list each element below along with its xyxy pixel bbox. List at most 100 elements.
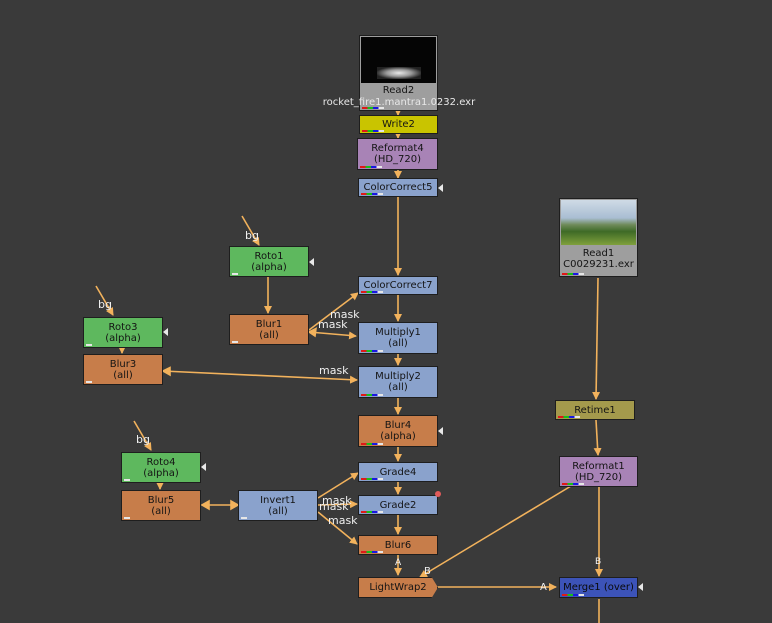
roto1-label: Roto1 bbox=[254, 250, 284, 262]
blur5-node[interactable]: Blur5 (all) bbox=[121, 490, 201, 521]
blur5-channels: (all) bbox=[151, 505, 171, 517]
blur5-label: Blur5 bbox=[147, 494, 175, 506]
lightwrap2-node[interactable]: LightWrap2 bbox=[358, 577, 438, 598]
blur1-channels: (all) bbox=[259, 329, 279, 341]
reformat1-node[interactable]: Reformat1 (HD_720) bbox=[559, 456, 638, 487]
channel-indicator bbox=[361, 291, 383, 293]
blur3-node[interactable]: Blur3 (all) bbox=[83, 354, 163, 385]
retime1-node[interactable]: Retime1 bbox=[555, 400, 635, 420]
channel-indicator bbox=[232, 273, 238, 275]
channel-indicator bbox=[360, 166, 382, 168]
write2-node[interactable]: Write2 bbox=[359, 115, 438, 134]
lightwrap2-label: LightWrap2 bbox=[369, 582, 427, 593]
channel-indicator bbox=[362, 107, 384, 109]
roto3-node[interactable]: Roto3 (alpha) bbox=[83, 317, 163, 348]
multiply2-node[interactable]: Multiply2 (all) bbox=[358, 366, 438, 398]
grade2-label: Grade2 bbox=[379, 499, 417, 511]
mask-input-label: mask bbox=[322, 494, 352, 507]
channel-indicator bbox=[562, 594, 584, 596]
channel-indicator bbox=[558, 416, 580, 418]
pipe-bg-roto1[interactable] bbox=[241, 215, 260, 246]
read2-node[interactable]: Read2 bbox=[359, 35, 438, 111]
pipe-reformat1-lightwrap[interactable] bbox=[419, 482, 577, 578]
multiply2-label: Multiply2 bbox=[375, 371, 421, 382]
channel-indicator bbox=[361, 511, 383, 513]
merge1-node[interactable]: Merge1 (over) bbox=[559, 577, 638, 598]
bg-input-label: bg bbox=[98, 298, 112, 311]
mask-input-arrow-icon[interactable] bbox=[163, 328, 168, 336]
pipe-blur3-multiply2[interactable] bbox=[162, 370, 358, 384]
disabled-indicator-icon bbox=[435, 491, 441, 497]
grade2-node[interactable]: Grade2 bbox=[358, 495, 438, 515]
channel-indicator bbox=[241, 517, 247, 519]
channel-indicator bbox=[86, 381, 92, 383]
blur6-node[interactable]: Blur6 bbox=[358, 535, 438, 555]
roto4-label: Roto4 bbox=[146, 456, 176, 468]
colorcorrect5-node[interactable]: ColorCorrect5 bbox=[358, 178, 438, 197]
blur4-channels: (alpha) bbox=[380, 431, 416, 442]
roto1-node[interactable]: Roto1 (alpha) bbox=[229, 246, 309, 277]
grade4-label: Grade4 bbox=[379, 466, 417, 478]
blur4-label: Blur4 bbox=[384, 420, 412, 431]
colorcorrect7-label: ColorCorrect7 bbox=[363, 280, 433, 291]
mask-input-arrow-icon[interactable] bbox=[638, 583, 643, 591]
roto4-output: (alpha) bbox=[143, 467, 179, 479]
reformat4-node[interactable]: Reformat4 (HD_720) bbox=[357, 138, 438, 170]
pipe-invert1-grade4[interactable] bbox=[317, 472, 359, 499]
channel-indicator bbox=[361, 443, 383, 445]
read2-filename: rocket_fire1.mantra1.0232.exr bbox=[322, 97, 476, 108]
pipe-blur1-cc7[interactable] bbox=[308, 292, 359, 331]
bg-input-label: bg bbox=[136, 433, 150, 446]
read1-filename: C0029231.exr bbox=[563, 259, 634, 270]
pipe-read1-retime1[interactable] bbox=[592, 277, 601, 400]
pipe-blur1-multiply1[interactable] bbox=[308, 331, 357, 340]
multiply1-label: Multiply1 bbox=[375, 327, 421, 338]
blur1-node[interactable]: Blur1 (all) bbox=[229, 314, 309, 345]
pipe-bg-roto4[interactable] bbox=[133, 420, 152, 451]
pipe-bg-roto3[interactable] bbox=[95, 285, 114, 316]
channel-indicator bbox=[361, 394, 383, 396]
mask-input-label: mask bbox=[319, 364, 349, 377]
bg-input-label: bg bbox=[245, 229, 259, 242]
blur1-label: Blur1 bbox=[255, 318, 283, 330]
colorcorrect7-node[interactable]: ColorCorrect7 bbox=[358, 276, 438, 295]
channel-indicator bbox=[124, 517, 130, 519]
mask-input-label: mask bbox=[319, 500, 349, 513]
invert1-label: Invert1 bbox=[260, 494, 296, 506]
reformat4-label: Reformat4 bbox=[371, 143, 424, 154]
pipe-invert1-blur6[interactable] bbox=[317, 511, 358, 545]
mask-input-arrow-icon[interactable] bbox=[438, 427, 443, 435]
reformat1-label: Reformat1 bbox=[572, 460, 625, 472]
read2-thumbnail bbox=[361, 37, 436, 83]
pipe-invert1-grade2[interactable] bbox=[317, 500, 358, 509]
b-input-label: B bbox=[424, 566, 431, 577]
read2-label: Read2 bbox=[382, 85, 415, 96]
mask-input-arrow-icon[interactable] bbox=[201, 463, 206, 471]
channel-indicator bbox=[361, 350, 383, 352]
channel-indicator bbox=[124, 479, 130, 481]
mask-input-label: mask bbox=[328, 514, 358, 527]
channel-indicator bbox=[361, 551, 383, 553]
roto3-output: (alpha) bbox=[105, 332, 141, 344]
read1-node[interactable]: Read1 C0029231.exr bbox=[559, 198, 638, 277]
grade4-node[interactable]: Grade4 bbox=[358, 462, 438, 482]
channel-indicator bbox=[86, 344, 92, 346]
channel-indicator bbox=[362, 130, 384, 132]
multiply1-node[interactable]: Multiply1 (all) bbox=[358, 322, 438, 354]
pipe-retime1-reformat1[interactable] bbox=[593, 419, 602, 456]
roto4-node[interactable]: Roto4 (alpha) bbox=[121, 452, 201, 483]
a-input-label: A bbox=[395, 558, 402, 568]
blur3-label: Blur3 bbox=[109, 358, 137, 370]
a-input-label: A bbox=[540, 582, 547, 593]
channel-indicator bbox=[361, 478, 383, 480]
blur4-node[interactable]: Blur4 (alpha) bbox=[358, 415, 438, 447]
roto1-output: (alpha) bbox=[251, 261, 287, 273]
invert1-node[interactable]: Invert1 (all) bbox=[238, 490, 318, 521]
read1-label: Read1 bbox=[582, 248, 615, 259]
mask-input-arrow-icon[interactable] bbox=[309, 258, 314, 266]
blur3-channels: (all) bbox=[113, 369, 133, 381]
b-input-label: B bbox=[595, 557, 602, 567]
mask-input-arrow-icon[interactable] bbox=[438, 184, 443, 192]
reformat4-format: (HD_720) bbox=[373, 154, 422, 165]
